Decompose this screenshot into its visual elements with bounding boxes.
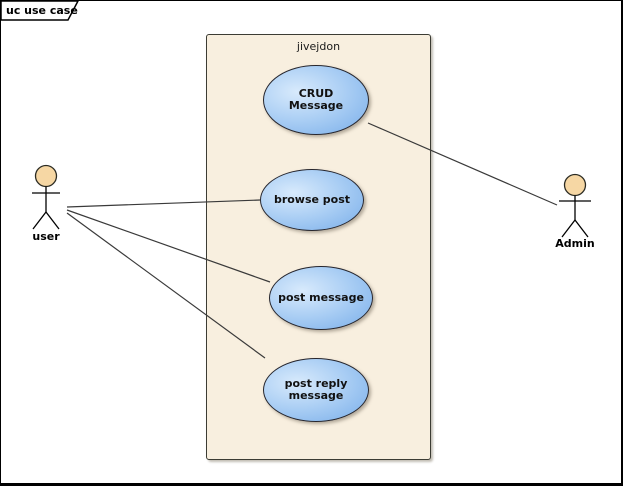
diagram-tab-label: uc use case [6, 4, 78, 17]
actor-admin-right-leg [574, 219, 589, 238]
actor-admin-head [563, 173, 587, 197]
usecase-label: post reply message [284, 376, 348, 402]
usecase-crud-message[interactable]: CRUD Message [263, 65, 369, 135]
actor-label-admin: Admin [555, 237, 595, 250]
actor-admin-left-leg [561, 219, 576, 238]
actor-user-left-leg [32, 211, 47, 230]
association-user-post-message[interactable] [66, 209, 271, 283]
association-user-post-reply-message[interactable] [66, 212, 266, 359]
usecase-post-message[interactable]: post message [269, 266, 373, 330]
actor-admin[interactable] [559, 173, 591, 238]
association-crud-message-admin[interactable] [367, 122, 558, 206]
actor-label-user: user [32, 230, 60, 243]
association-user-browse-post[interactable] [66, 199, 261, 208]
actor-user[interactable] [32, 164, 60, 230]
actor-user-right-leg [45, 211, 60, 230]
usecase-label: post message [278, 290, 364, 304]
actor-user-head [34, 164, 58, 188]
usecase-post-reply-message[interactable]: post reply message [263, 358, 369, 422]
system-boundary-label: jivejdon [296, 40, 341, 53]
usecase-label: CRUD Message [288, 86, 344, 112]
usecase-label: browse post [273, 192, 351, 206]
usecase-browse-post[interactable]: browse post [260, 169, 364, 231]
